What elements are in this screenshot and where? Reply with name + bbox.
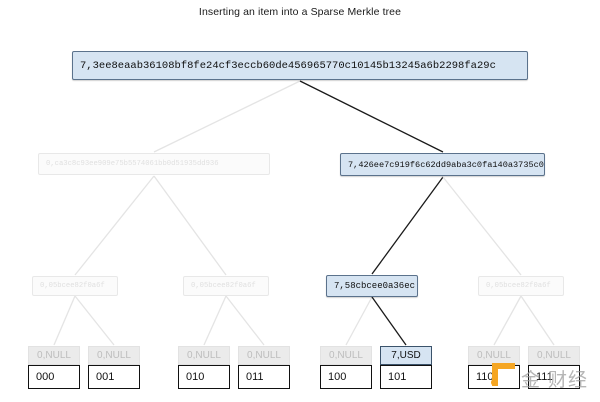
tree-node-level2-right[interactable]: 7,426ee7c919f6c62dd9aba3c0fa140a3735c07d <box>340 153 545 176</box>
leaf-101-key: 101 <box>380 365 432 389</box>
tree-node-level3-0-label: 0,05bcee82f0a6f <box>40 282 105 290</box>
tree-node-level2-left-label: 0,ca3c8c93ee909e75b5574061bb0d51935dd936 <box>46 160 219 168</box>
leaf-010-key: 010 <box>178 365 230 389</box>
leaf-100[interactable]: 0,NULL 100 <box>320 346 372 389</box>
leaf-111[interactable]: 0,NULL 111 <box>528 346 580 389</box>
leaf-000[interactable]: 0,NULL 000 <box>28 346 80 389</box>
tree-node-level3-2[interactable]: 7,58cbcee0a36ec <box>326 275 418 297</box>
leaf-100-key: 100 <box>320 365 372 389</box>
leaf-010[interactable]: 0,NULL 010 <box>178 346 230 389</box>
leaf-111-value: 0,NULL <box>528 346 580 365</box>
leaf-011-key: 011 <box>238 365 290 389</box>
tree-node-level3-3[interactable]: 0,05bcee82f0a6f <box>478 276 564 296</box>
tree-node-level3-0[interactable]: 0,05bcee82f0a6f <box>32 276 118 296</box>
tree-node-level3-1-label: 0,05bcee82f0a6f <box>191 282 256 290</box>
page-title: Inserting an item into a Sparse Merkle t… <box>198 6 402 18</box>
leaf-110[interactable]: 0,NULL 110 <box>468 346 520 389</box>
tree-node-level3-2-label: 7,58cbcee0a36ec <box>334 281 416 291</box>
leaf-001-value: 0,NULL <box>88 346 140 365</box>
leaf-001[interactable]: 0,NULL 001 <box>88 346 140 389</box>
leaf-101[interactable]: 7,USD 101 <box>380 346 432 389</box>
leaf-011-value: 0,NULL <box>238 346 290 365</box>
leaf-001-key: 001 <box>88 365 140 389</box>
tree-node-level3-1[interactable]: 0,05bcee82f0a6f <box>183 276 269 296</box>
leaf-100-value: 0,NULL <box>320 346 372 365</box>
leaf-011[interactable]: 0,NULL 011 <box>238 346 290 389</box>
tree-node-root[interactable]: 7,3ee8eaab36108bf8fe24cf3eccb60de4569657… <box>72 51 528 80</box>
leaf-101-value: 7,USD <box>380 346 432 365</box>
leaf-110-key: 110 <box>468 365 520 389</box>
tree-node-level3-3-label: 0,05bcee82f0a6f <box>486 282 551 290</box>
leaf-000-value: 0,NULL <box>28 346 80 365</box>
leaf-110-value: 0,NULL <box>468 346 520 365</box>
tree-node-level2-left[interactable]: 0,ca3c8c93ee909e75b5574061bb0d51935dd936 <box>38 153 270 175</box>
leaf-111-key: 111 <box>528 365 580 389</box>
leaf-000-key: 000 <box>28 365 80 389</box>
leaf-010-value: 0,NULL <box>178 346 230 365</box>
tree-node-root-label: 7,3ee8eaab36108bf8fe24cf3eccb60de4569657… <box>80 59 496 72</box>
tree-node-level2-right-label: 7,426ee7c919f6c62dd9aba3c0fa140a3735c07d <box>348 159 545 170</box>
